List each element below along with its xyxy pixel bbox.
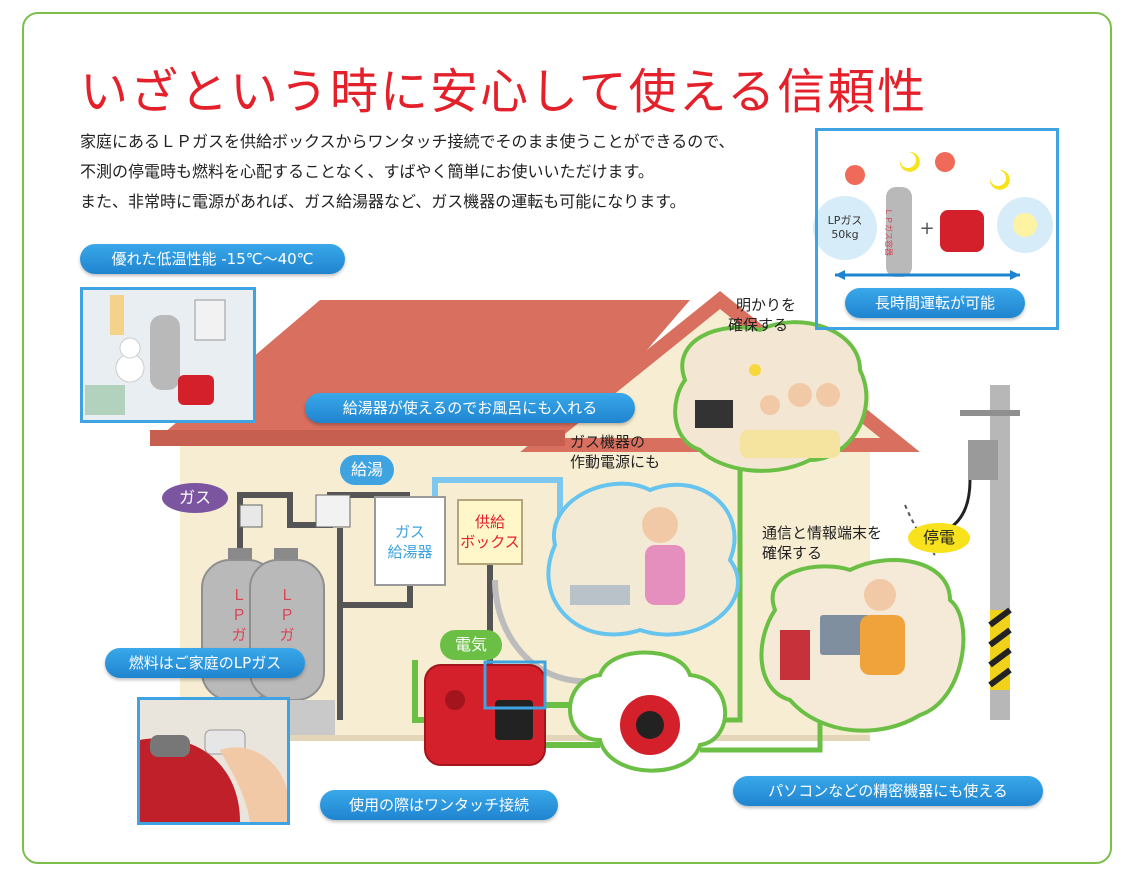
supply-box-line-2: ボックス bbox=[460, 533, 520, 551]
living-room-bubble bbox=[673, 320, 869, 473]
page-frame bbox=[22, 12, 1112, 864]
cyl-left-char-1: Ｌ bbox=[231, 586, 246, 604]
water-heater-line-2: 給湯器 bbox=[387, 543, 433, 561]
long-run-pill: 長時間運転が可能 bbox=[845, 288, 1025, 318]
low-temp-pill: 優れた低温性能 -15℃〜40℃ bbox=[80, 244, 345, 274]
lp-50kg-line-2: 50kg bbox=[831, 228, 858, 241]
comm-note-line-2: 確保する bbox=[762, 544, 823, 562]
water-heater-line-1: ガス bbox=[394, 523, 425, 541]
one-touch-pill: 使用の際はワンタッチ接続 bbox=[320, 790, 558, 820]
fuel-pill: 燃料はご家庭のLPガス bbox=[105, 648, 305, 678]
cyl-right-char-1: Ｌ bbox=[279, 586, 294, 604]
intro-line-1: 家庭にあるＬＰガスを供給ボックスからワンタッチ接続でそのまま使うことができるので… bbox=[80, 132, 735, 151]
connector-highlight bbox=[483, 660, 547, 710]
cold-inset bbox=[80, 287, 256, 423]
cold-inset-scene bbox=[83, 290, 253, 420]
bath-pill: 給湯器が使えるのでお風呂にも入れる bbox=[305, 393, 635, 423]
comm-note-line-1: 通信と情報端末を bbox=[762, 524, 883, 542]
hand-inset-scene bbox=[140, 700, 287, 822]
intro-line-3: また、非常時に電源があれば、ガス給湯器など、ガス機器の運転も可能になります。 bbox=[80, 192, 686, 211]
water-heater-box bbox=[374, 496, 446, 586]
cyl-left-char-2: Ｐ bbox=[231, 606, 246, 624]
lp-50kg-line-1: LPガス bbox=[828, 214, 863, 227]
kitchen-bubble bbox=[546, 481, 740, 637]
tank-vertical-label: ＬＰガス容器 bbox=[884, 208, 894, 256]
gas-device-note-line-1: ガス機器の bbox=[570, 433, 646, 451]
supply-box bbox=[457, 499, 523, 565]
gas-tag: ガス bbox=[162, 483, 228, 513]
generator bbox=[424, 664, 546, 766]
supply-box-line-1: 供給 bbox=[474, 513, 505, 531]
intro-line-2: 不測の停電時も燃料を心配することなく、すばやく簡単にお使いいただけます。 bbox=[80, 162, 654, 181]
office-bubble bbox=[759, 558, 966, 733]
cyl-right-char-2: Ｐ bbox=[279, 606, 294, 624]
hot-water-tag: 給湯 bbox=[340, 455, 394, 485]
page-title: いざという時に安心して使える信頼性 bbox=[80, 64, 928, 120]
long-run-scene: + bbox=[813, 151, 1053, 280]
gas-device-note-line-2: 作動電源にも bbox=[570, 453, 661, 471]
long-run-inset bbox=[815, 128, 1059, 330]
cyl-left-char-3: ガ bbox=[231, 626, 246, 644]
hand-inset bbox=[137, 697, 290, 825]
light-note-line-1: 明かりを bbox=[736, 296, 797, 314]
electric-tag: 電気 bbox=[440, 630, 502, 660]
outage-tag: 停電 bbox=[908, 523, 970, 553]
svg-text:+: + bbox=[919, 218, 934, 239]
pc-pill: パソコンなどの精密機器にも使える bbox=[733, 776, 1043, 806]
cord-reel bbox=[568, 650, 727, 773]
utility-pole bbox=[904, 385, 1020, 720]
cyl-right-char-3: ガ bbox=[279, 626, 294, 644]
light-note-line-2: 確保する bbox=[728, 316, 789, 334]
